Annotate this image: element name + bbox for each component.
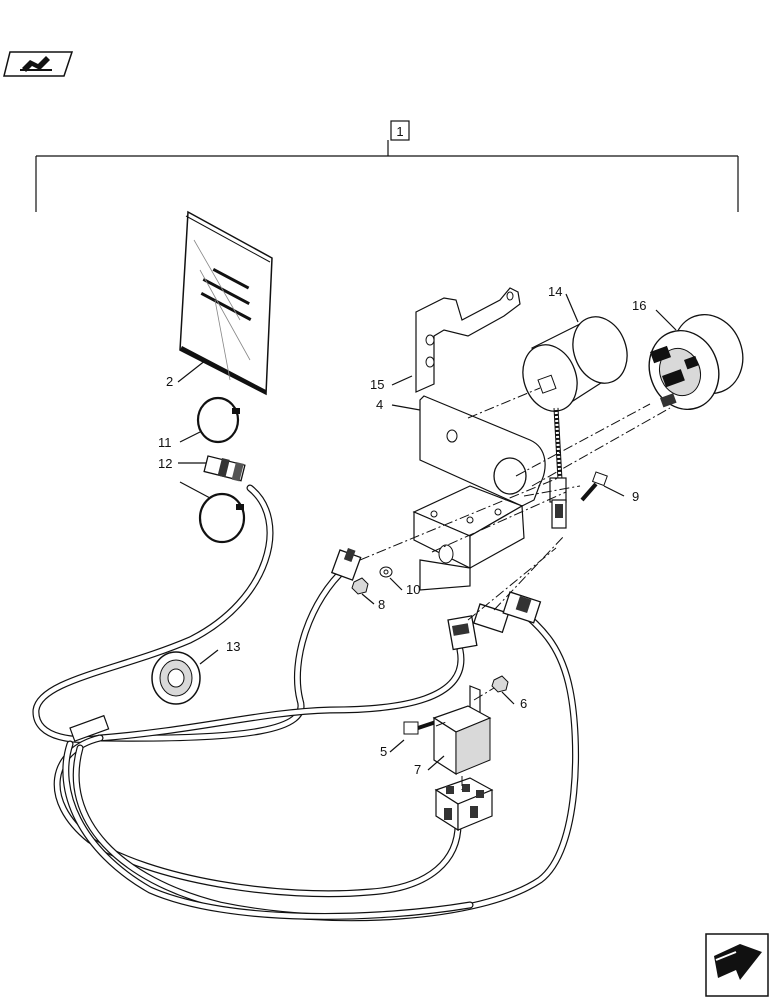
nut-5 [491, 675, 509, 693]
mounting-bracket-3 [412, 395, 546, 591]
next-page-arrow-icon[interactable] [705, 933, 769, 997]
callout-15: 16 [632, 298, 646, 313]
assembly-bracket: 1 [35, 120, 739, 212]
callout-11: 12 [158, 456, 172, 471]
hour-meter-13 [522, 316, 628, 529]
wiring-harness [32, 484, 580, 922]
assembly-label: 1 [396, 124, 403, 139]
nut-7 [351, 577, 369, 595]
relay-socket [434, 777, 494, 832]
bolt-8 [580, 471, 608, 502]
instruction-booklet [179, 210, 273, 396]
washer-9 [379, 566, 393, 578]
grommet-12 [151, 651, 201, 705]
harness-connector-c [473, 591, 542, 634]
harness-connector-a [330, 548, 362, 581]
relay-6 [432, 685, 492, 776]
callout-13: 14 [548, 284, 562, 299]
gauge-15 [648, 314, 744, 411]
back-to-index-icon[interactable] [3, 51, 74, 77]
callout-12: 13 [226, 639, 240, 654]
callout-14: 15 [370, 377, 384, 392]
cable-tie-10 [196, 396, 240, 444]
screw-4 [403, 720, 437, 735]
bracket-14 [415, 287, 521, 393]
connector-11 [203, 455, 246, 482]
callout-5: 6 [520, 696, 527, 711]
callout-2: 2 [166, 374, 173, 389]
callout-10: 11 [158, 435, 172, 450]
callout-6: 7 [414, 762, 421, 777]
callout-3: 4 [376, 397, 383, 412]
callout-9: 10 [406, 582, 420, 597]
assembly-lines [359, 387, 671, 790]
cable-tie-16 [198, 492, 246, 544]
harness-connector-b [447, 615, 478, 651]
callout-4: 5 [380, 744, 387, 759]
callout-7: 8 [378, 597, 385, 612]
callout-8: 9 [632, 489, 639, 504]
